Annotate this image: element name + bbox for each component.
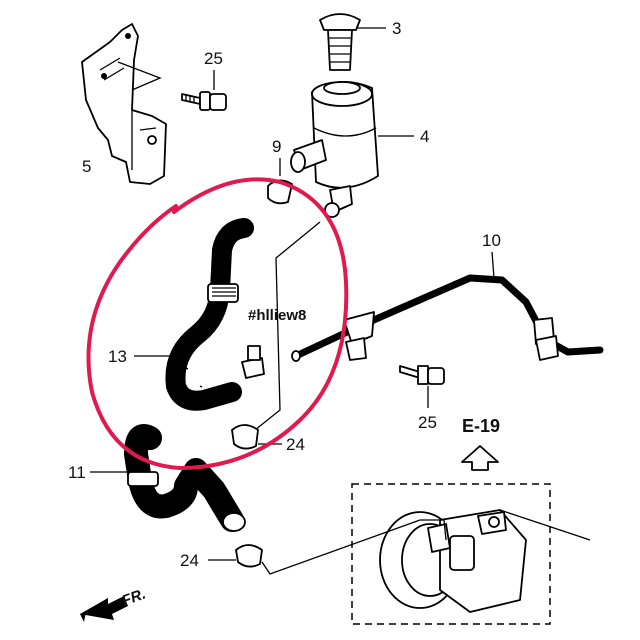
callout-25-lower: 25 [418,413,437,432]
reservoir-cap [319,13,386,71]
clamp-24-upper [231,424,282,450]
hose-13 [134,218,254,411]
bolt-top [181,70,227,111]
callout-24-lower: 24 [180,551,199,570]
watermark: #hlliew8 [248,307,306,324]
reference-arrow [461,445,499,471]
pump-detail [351,483,551,625]
callout-5: 5 [82,157,91,176]
front-label: FR. [120,586,149,610]
callout-4: 4 [420,127,429,146]
reference-e19: E-19 [462,416,500,436]
callout-24-upper: 24 [286,435,305,454]
hose-11 [90,424,246,532]
highlight-circle [86,177,349,471]
callout-13: 13 [108,347,127,366]
callout-9: 9 [272,137,281,156]
hose-clamp-small [241,345,265,379]
callout-10: 10 [482,231,501,250]
pipe-10 [291,251,604,362]
callout-25-top: 25 [204,49,223,68]
front-direction-arrow [80,596,128,622]
bolt-lower [399,365,445,408]
clamp-24-lower [208,509,591,575]
callout-3: 3 [392,19,401,38]
callout-11: 11 [68,463,86,482]
reservoir [290,80,414,218]
bracket-part [81,23,167,185]
